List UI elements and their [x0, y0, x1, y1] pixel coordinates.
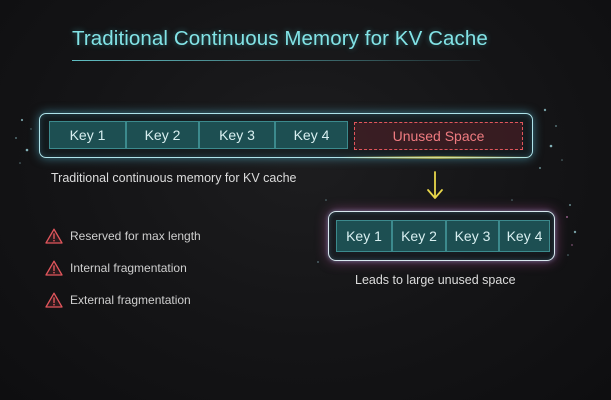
continuous-memory-block: Key 1 Key 2 Key 3 Key 4 Unused Space: [39, 113, 534, 159]
memory-slot-key-2: Key 2: [126, 121, 199, 149]
unused-space-slot: Unused Space: [354, 122, 523, 150]
issue-label: Reserved for max length: [70, 229, 201, 243]
diagram-title: Traditional Continuous Memory for KV Cac…: [72, 27, 488, 50]
allocated-memory-block: Key 1 Key 2 Key 3 Key 4: [328, 211, 555, 261]
warning-icon: [45, 292, 63, 308]
memory-slot-key-3: Key 3: [199, 121, 275, 149]
down-arrow-icon: [427, 171, 443, 199]
unused-space-caption: Leads to large unused space: [355, 273, 516, 287]
memory-slot-key-4: Key 4: [499, 220, 550, 252]
memory-slot-key-4: Key 4: [275, 121, 348, 149]
warning-icon: [45, 228, 63, 244]
title-underline: [72, 60, 480, 61]
memory-slot-key-1: Key 1: [49, 121, 126, 149]
issue-label: External fragmentation: [70, 293, 191, 307]
issue-label: Internal fragmentation: [70, 261, 187, 275]
warning-icon: [45, 260, 63, 276]
memory-slot-key-3: Key 3: [446, 220, 499, 252]
memory-slot-key-1: Key 1: [336, 220, 392, 252]
memory-slot-key-2: Key 2: [392, 220, 446, 252]
continuous-memory-caption: Traditional continuous memory for KV cac…: [51, 171, 297, 185]
